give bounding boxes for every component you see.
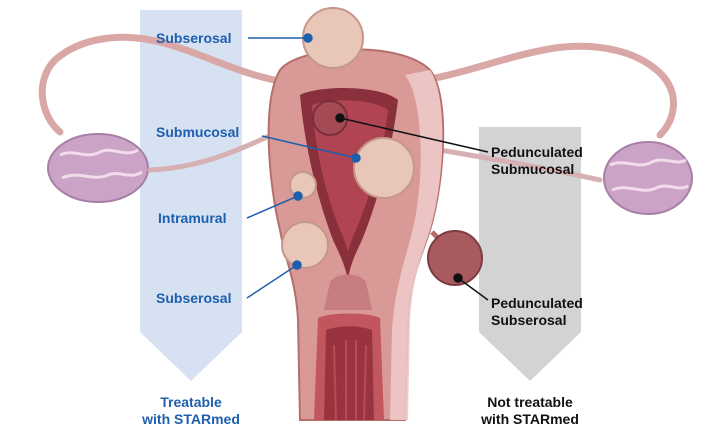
caption-not-treatable: Not treatable with STARmed [470,394,590,428]
label-subserosal-top: Subserosal [156,30,231,47]
caption-treatable-line1: Treatable [131,394,251,411]
label-submucosal: Submucosal [156,124,239,141]
left-ovary [48,134,148,202]
fibroid-subserosal-bottom [282,222,328,268]
label-pedunculated-submucosal-line1: Pedunculated [491,144,583,161]
label-pedunculated-submucosal-line2: Submucosal [491,161,583,178]
caption-treatable-line2: with STARmed [131,411,251,428]
label-pedunculated-subserosal-line1: Pedunculated [491,295,583,312]
right-fallopian-tube [425,46,674,135]
label-pedunculated-subserosal: Pedunculated Subserosal [491,295,583,329]
label-subserosal-bottom: Subserosal [156,290,231,307]
label-pedunculated-subserosal-line2: Subserosal [491,312,583,329]
right-ovary [604,142,692,214]
label-pedunculated-submucosal: Pedunculated Submucosal [491,144,583,178]
leader-subserosal-bottom [247,265,297,298]
caption-not-treatable-line2: with STARmed [470,411,590,428]
fibroid-submucosal [354,138,414,198]
caption-treatable: Treatable with STARmed [131,394,251,428]
caption-not-treatable-line1: Not treatable [470,394,590,411]
label-intramural: Intramural [158,210,226,227]
